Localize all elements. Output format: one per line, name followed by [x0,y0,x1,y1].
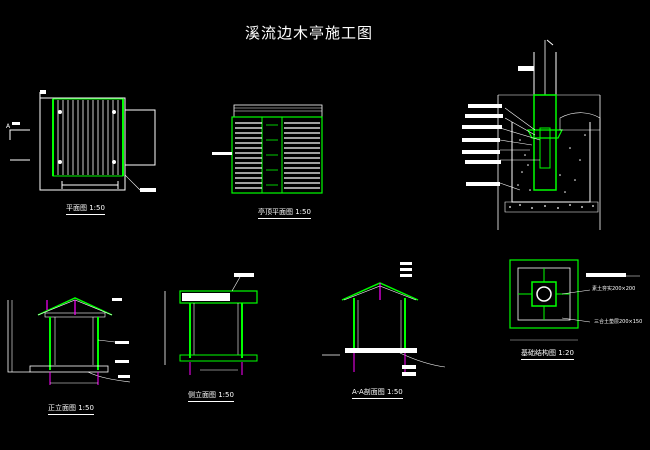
front-elevation-view [7,297,131,385]
section-mark-a: A [6,123,11,130]
foundation-plan-view [509,259,640,341]
foundation-note-2: 三合土垫层200×150 [594,319,643,325]
foundation-caption: 基础结构图 1:20 [521,348,574,360]
roof-plan-caption: 亭顶平面图 1:50 [258,207,311,219]
section-aa-view [322,262,446,376]
front-elevation-caption: 正立面图 1:50 [48,403,94,415]
plan-view-caption: 平面图 1:50 [66,203,105,215]
footing-section-view [462,39,601,230]
foundation-note-1: 素土夯实200×200 [592,286,636,292]
drawing-title: 溪流边木亭施工图 [245,24,374,42]
roof-plan-view [212,104,323,194]
side-elevation-view [164,273,258,375]
plan-view [9,90,156,192]
section-aa-caption: A-A剖面图 1:50 [352,387,403,399]
side-elevation-caption: 侧立面图 1:50 [188,390,234,402]
